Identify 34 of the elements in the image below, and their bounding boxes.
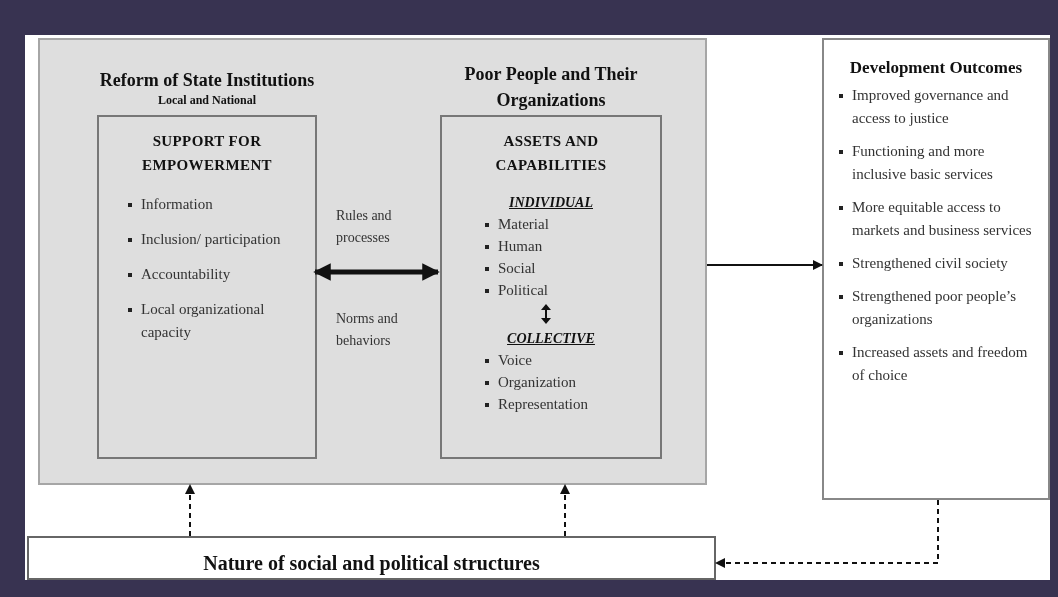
box-title: Development Outcomes	[848, 57, 1024, 79]
bullet-item: Accountability	[125, 263, 307, 286]
content-box	[822, 38, 1050, 500]
group-heading: Reform of State Institutions	[99, 69, 315, 92]
dashed-arrow	[715, 499, 939, 568]
bullet-item: Strengthened civil society	[836, 252, 1036, 275]
arrow	[706, 260, 823, 270]
bullet-item: Material	[482, 213, 652, 235]
bullet-item: Political	[482, 279, 652, 301]
content-box	[27, 536, 716, 580]
bullet-item: Human	[482, 235, 652, 257]
bullet-item: Voice	[482, 349, 652, 371]
group-subheading: Local and National	[158, 93, 256, 107]
bullet-item: Organization	[482, 371, 652, 393]
dashed-arrow	[560, 484, 570, 537]
bullet-item: Strengthened poor people’s organizations	[836, 285, 1036, 331]
bullet-item: Local organizational capacity	[125, 298, 307, 344]
bullet-item: Social	[482, 257, 652, 279]
bullet-item: Improved governance and access to justice	[836, 84, 1036, 130]
double-arrow	[313, 263, 440, 281]
bullet-item: More equitable access to markets and business services	[836, 196, 1036, 242]
bullet-item: Information	[125, 193, 307, 216]
box-title: SUPPORT FOR EMPOWERMENT	[141, 132, 273, 175]
box-title: Nature of social and political structures	[202, 551, 541, 576]
bullet-item: Representation	[482, 393, 652, 415]
group-heading: Poor People and Their Organizations	[463, 63, 639, 112]
box-title: ASSETS AND CAPABILITIES	[494, 132, 608, 175]
bullet-item: Functioning and more inclusive basic services	[836, 140, 1036, 186]
bullet-item: Inclusion/ participation	[125, 228, 307, 251]
group-heading: COLLECTIVE	[506, 330, 596, 348]
group-panel	[38, 38, 707, 485]
bullet-item: Increased assets and freedom of choice	[836, 341, 1036, 387]
dashed-arrow	[185, 484, 195, 537]
group-heading: INDIVIDUAL	[508, 194, 594, 212]
